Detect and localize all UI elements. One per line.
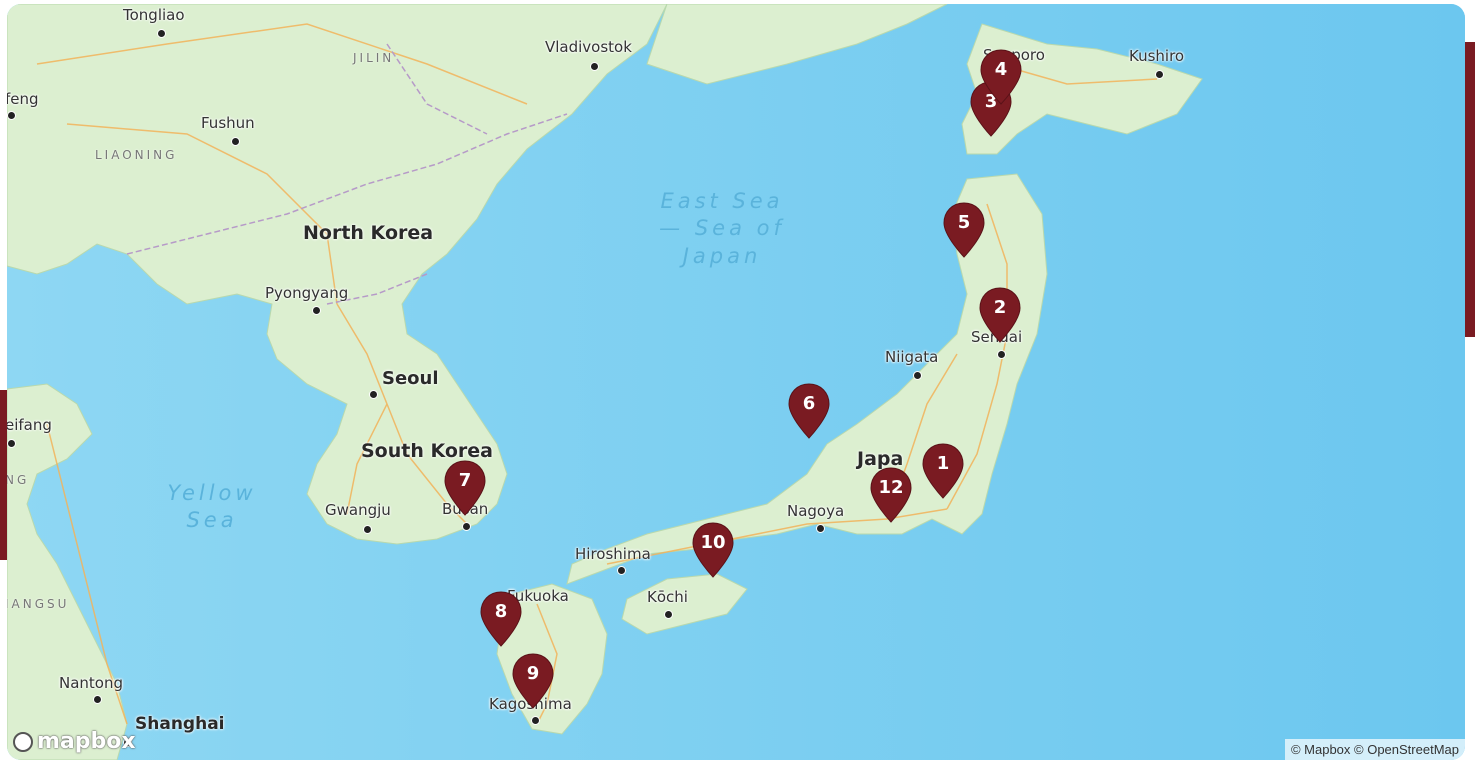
map-marker-1[interactable]: 1 (921, 442, 965, 500)
map-marker-12[interactable]: 12 (869, 466, 913, 524)
map-marker-8[interactable]: 8 (479, 590, 523, 648)
city-dot-fushun (231, 137, 240, 146)
city-label-kushiro: Kushiro (1129, 47, 1185, 65)
city-dot-sendai (997, 350, 1006, 359)
sea-label-east-sea: East Sea — Sea of Japan (659, 189, 785, 268)
sea-label-yellow-sea: Yellow Sea (167, 481, 257, 533)
city-dot-kushiro (1155, 70, 1164, 79)
map-marker-7[interactable]: 7 (443, 459, 487, 517)
city-label-tieling: feng (7, 90, 39, 108)
marker-label: 7 (458, 470, 472, 491)
city-dot-tongliao (157, 29, 166, 38)
mapbox-logo-text: mapbox (37, 729, 136, 754)
city-label-hiroshima: Hiroshima (575, 545, 651, 563)
map-view[interactable]: East Sea — Sea of Japan Yellow Sea North… (7, 4, 1465, 760)
region-label-liaoning: LIAONING (95, 148, 178, 162)
marker-label: 1 (936, 453, 950, 474)
honshu (566, 173, 1048, 585)
marker-label: 8 (494, 601, 508, 622)
city-dot-gwangju (363, 525, 372, 534)
city-dot-seoul (369, 390, 378, 399)
city-label-nagoya: Nagoya (787, 502, 845, 520)
mapbox-logo-icon (13, 731, 33, 752)
mainland-asia (7, 4, 668, 545)
city-dot-shanghai (123, 738, 132, 747)
map-marker-6[interactable]: 6 (787, 382, 831, 440)
map-marker-4[interactable]: 4 (979, 48, 1023, 106)
city-dot-vladivostok (590, 62, 599, 71)
country-label-north-korea: North Korea (303, 222, 434, 244)
city-label-tongliao: Tongliao (123, 6, 185, 24)
region-label-jiangsu: IANGSU (7, 597, 70, 611)
country-label-japan: Japa (857, 448, 904, 470)
map-attribution[interactable]: © Mapbox © OpenStreetMap (1284, 739, 1465, 760)
map-marker-9[interactable]: 9 (511, 652, 555, 710)
marker-label: 9 (526, 663, 540, 684)
shikoku (621, 573, 748, 635)
city-dot-hiroshima (617, 566, 626, 575)
city-dot-kochi (664, 610, 673, 619)
marker-label: 6 (802, 393, 816, 414)
marker-label: 5 (957, 212, 971, 233)
city-dot-niigata (913, 371, 922, 380)
map-marker-10[interactable]: 10 (691, 521, 735, 579)
left-panel-edge (0, 390, 9, 560)
map-marker-2[interactable]: 2 (978, 286, 1022, 344)
city-dot-pyongyang (312, 306, 321, 315)
china-coast (7, 383, 128, 760)
city-label-nantong: Nantong (59, 674, 124, 692)
city-label-fukuoka: Fukuoka (507, 587, 569, 605)
marker-label: 2 (993, 297, 1007, 318)
region-label-jilin: JILIN (353, 51, 395, 65)
marker-label: 12 (878, 477, 904, 498)
right-panel-edge (1465, 42, 1475, 337)
city-label-pyongyang: Pyongyang (265, 284, 349, 302)
map-marker-5[interactable]: 5 (942, 201, 986, 259)
city-dot-nantong (93, 695, 102, 704)
city-dot-weifang (7, 439, 16, 448)
city-label-kochi: Kōchi (647, 588, 688, 606)
city-dot-kagoshima (531, 716, 540, 725)
mapbox-logo[interactable]: mapbox (13, 729, 136, 754)
city-label-niigata: Niigata (885, 348, 939, 366)
region-label-shandong: NG (7, 473, 30, 487)
city-label-shanghai: Shanghai (135, 714, 225, 734)
city-label-fushun: Fushun (201, 114, 255, 132)
city-label-seoul: Seoul (382, 368, 439, 389)
country-label-south-korea: South Korea (361, 440, 494, 462)
marker-label: 10 (700, 532, 726, 553)
city-label-gwangju: Gwangju (325, 501, 391, 519)
city-dot-nagoya (816, 524, 825, 533)
marker-label: 4 (994, 59, 1008, 80)
hokkaido (961, 23, 1203, 155)
city-dot-busan (462, 522, 471, 531)
primorye (646, 4, 948, 85)
city-dot-tieling (7, 111, 16, 120)
city-label-vladivostok: Vladivostok (545, 38, 632, 56)
map-base (7, 4, 1465, 760)
city-label-weifang: eifang (7, 416, 52, 434)
